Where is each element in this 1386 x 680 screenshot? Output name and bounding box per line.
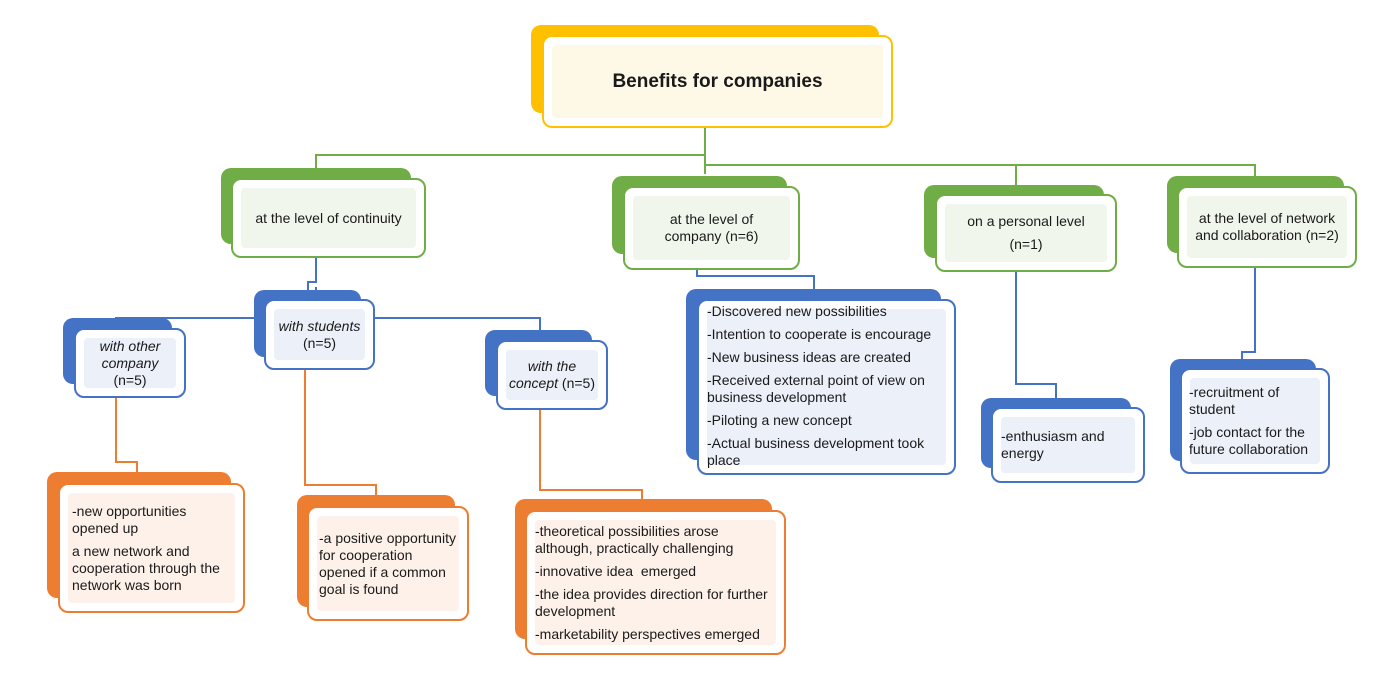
detail-other-company-node: -new opportunities opened up a new netwo… [47, 472, 245, 613]
connector-personal-detail [1015, 272, 1057, 398]
detail-company-item-6: -Actual business development took place [707, 435, 925, 468]
detail-concept-item-4: -marketability perspectives emerged [535, 625, 760, 642]
detail-concept-node: -theoretical possibilities arose althoug… [515, 499, 786, 655]
with-the-concept-node: with the concept (n=5) [485, 330, 608, 410]
detail-company-item-5: -Piloting a new concept [707, 412, 852, 428]
root-node: Benefits for companies [531, 25, 893, 128]
connector-students-detail [304, 370, 377, 495]
level-company-label-line1: at the level of [669, 211, 754, 227]
level-personal-label-line1: on a personal level [967, 213, 1085, 229]
connector-concept-detail [539, 410, 643, 499]
level-network-node: at the level of network and collaboratio… [1167, 176, 1357, 268]
with-students-label: with students [278, 317, 361, 334]
connector-other-company-detail [115, 398, 138, 472]
with-other-company-count: (n=5) [113, 371, 147, 388]
detail-other-company-item-1: -new opportunities opened up [72, 502, 187, 536]
with-other-company-node: with other company (n=5) [63, 318, 186, 398]
level-personal-label-line2: (n=1) [1009, 236, 1043, 252]
level-network-label-line1: at the level of network [1198, 210, 1336, 226]
detail-network-item-1: -recruitment of student [1189, 384, 1280, 417]
root-title: Benefits for companies [612, 71, 823, 92]
detail-company-item-1: -Discovered new possibilities [707, 303, 887, 319]
with-the-concept-count: (n=5) [558, 375, 595, 391]
detail-network-item-2: -job contact for the future collaboratio… [1189, 424, 1309, 457]
level-network-label-line2: and collaboration (n=2) [1195, 227, 1339, 243]
detail-personal-node: -enthusiasm and energy [981, 398, 1145, 483]
with-students-node: with students (n=5) [254, 290, 375, 370]
connector-root-levels [315, 128, 1256, 185]
detail-students-node: -a positive opportunity for cooperation … [297, 495, 469, 621]
detail-company-item-4: -Received external point of view on busi… [707, 372, 925, 405]
level-company-node: at the level of company (n=6) [612, 176, 800, 270]
detail-concept-item-1: -theoretical possibilities arose althoug… [535, 522, 734, 556]
level-continuity-label: at the level of continuity [255, 209, 402, 226]
level-company-label-line2: company (n=6) [664, 228, 759, 244]
with-the-concept-label-line1: with the [527, 358, 577, 374]
connector-company-detail [696, 270, 815, 289]
detail-concept-item-3: -the idea provides direction for further… [535, 585, 768, 619]
detail-company-item-2: -Intention to cooperate is encourage [707, 326, 932, 342]
with-other-company-label-line2: company [101, 354, 159, 371]
level-continuity-node: at the level of continuity [221, 168, 426, 258]
detail-concept-item-2: -innovative idea emerged [535, 562, 697, 579]
detail-personal-item-1: -enthusiasm and energy [1001, 428, 1105, 461]
with-other-company-label-line1: with other [99, 337, 161, 354]
detail-students-item-1: -a positive opportunity for cooperation … [319, 529, 456, 597]
detail-company-node: -Discovered new possibilities -Intention… [686, 289, 956, 475]
with-the-concept-label-line2: concept [508, 375, 559, 391]
detail-company-item-3: -New business ideas are created [707, 349, 911, 365]
level-personal-node: on a personal level (n=1) [924, 185, 1117, 272]
detail-other-company-item-2: a new network and cooperation through th… [72, 542, 220, 593]
connector-network-detail [1241, 268, 1256, 359]
with-students-count: (n=5) [302, 334, 337, 351]
detail-network-node: -recruitment of student -job contact for… [1170, 359, 1330, 474]
